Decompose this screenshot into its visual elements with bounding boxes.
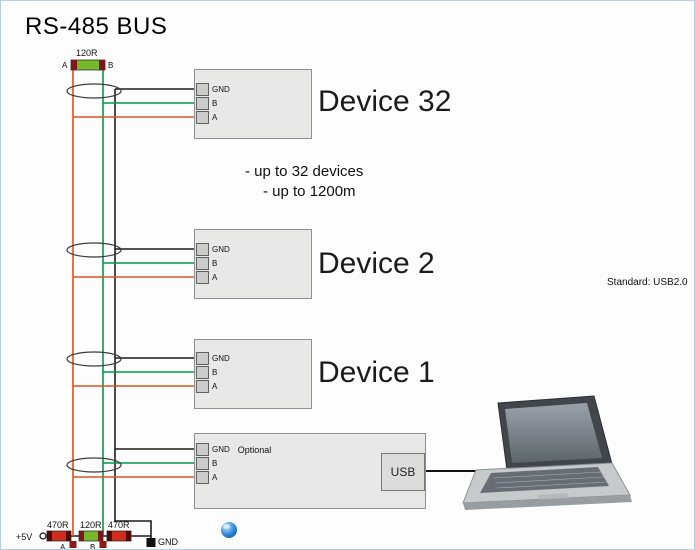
pin-pad-b [196,457,209,470]
usb-standard-label: Standard: USB2.0 [607,277,688,288]
pin-label-a: A [212,473,218,482]
pin-label-b: B [212,99,218,108]
pin-pad-b [196,97,209,110]
device-1-name: Device 1 [318,356,435,389]
converter-connector: GND Optional B A [196,443,271,485]
pin-label-gnd: GND [212,245,230,254]
bus-tap-loops [66,83,122,473]
pin-a: A [196,471,271,484]
pin-gnd: GND [196,352,230,365]
laptop-graphic [462,395,632,510]
blue-bubble-icon [221,522,237,538]
top-a-label: A [62,61,68,70]
bottom-gnd-label: GND [158,537,179,547]
pin-pad-gnd [196,352,209,365]
device-box-1: GND B A [194,339,312,409]
pin-pad-a [196,111,209,124]
device-32-name: Device 32 [318,85,452,118]
a-junction-pad [69,541,77,548]
pin-label-b: B [212,368,218,377]
pin-gnd: GND [196,243,230,256]
pin-b: B [196,366,230,379]
note-devices: - up to 32 devices [245,163,364,180]
termination-resistor-top [70,59,106,71]
device-32-connector: GND B A [196,83,230,125]
pin-pad-a [196,471,209,484]
device-2-name: Device 2 [318,247,435,280]
top-resistor-label: 120R [76,48,98,58]
pin-pad-gnd [196,243,209,256]
pin-b: B [196,457,271,470]
pin-label-a: A [212,382,218,391]
device-box-2: GND B A [194,229,312,299]
pin-b: B [196,97,230,110]
bottom-b-label: B [90,543,95,550]
pin-a: A [196,111,230,124]
pin-label-a: A [212,273,218,282]
bus-wire-gnd [46,88,201,538]
pin-label-b: B [212,259,218,268]
pin-label-gnd: GND [212,445,230,454]
note-distance: - up to 1200m [263,183,356,200]
bottom-r3-label: 470R [108,520,130,530]
supply-label: +5V [16,532,32,542]
diagram-title: RS-485 BUS [25,13,168,40]
optional-label: Optional [237,444,272,455]
laptop-screen [505,403,602,463]
pin-pad-a [196,380,209,393]
pin-label-gnd: GND [212,85,230,94]
device-box-32: GND B A [194,69,312,139]
gnd-terminal-pad [146,538,156,547]
top-b-label: B [108,61,113,70]
pin-pad-b [196,257,209,270]
pin-b: B [196,257,230,270]
termination-network-bottom [39,530,156,548]
pin-label-a: A [212,113,218,122]
pin-pad-b [196,366,209,379]
pin-a: A [196,271,230,284]
bus-wire-b [102,63,201,536]
bottom-a-label: A [60,543,66,550]
pin-a: A [196,380,230,393]
pin-pad-a [196,271,209,284]
pin-pad-gnd [196,83,209,96]
usb-port-box: USB [381,453,425,491]
bottom-r1-label: 470R [47,520,69,530]
pin-pad-gnd [196,443,209,456]
device-2-connector: GND B A [196,243,230,285]
pin-gnd: GND Optional [196,443,271,456]
pin-label-b: B [212,459,218,468]
pin-label-gnd: GND [212,354,230,363]
device-1-connector: GND B A [196,352,230,394]
pin-gnd: GND [196,83,230,96]
b-junction-pad [99,541,107,548]
bus-wire-a [72,63,201,536]
usb-converter-box: GND Optional B A USB [194,433,426,509]
bottom-r2-label: 120R [80,520,102,530]
supply-terminal-icon [39,532,47,540]
